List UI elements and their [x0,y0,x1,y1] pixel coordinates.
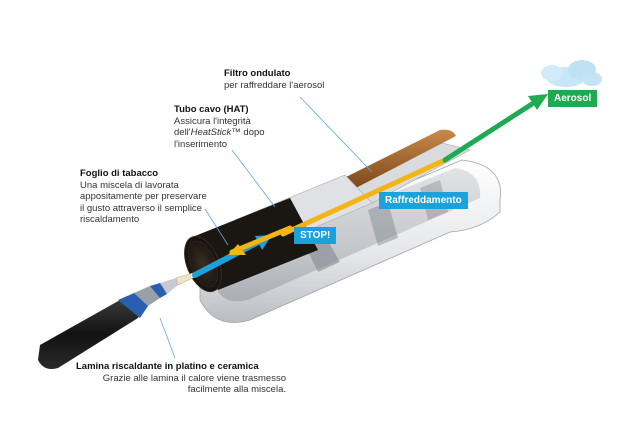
raffreddamento-tag: Raffreddamento [379,192,468,209]
heating-blade [38,271,198,369]
callout-desc: Una miscela di lavorata appositamente pe… [80,179,207,226]
callout-title: Filtro ondulato [224,68,291,79]
callout-lamina: Lamina riscaldante in platino e ceramica… [76,361,286,396]
cloud-icon [541,60,602,87]
callout-desc-brand: HeatStick [190,127,232,138]
callout-foglio-tabacco: Foglio di tabacco Una miscela di lavorat… [80,168,240,226]
aerosol-tag: Aerosol [548,90,598,107]
callout-desc: per raffreddare l'aerosol [224,79,325,91]
callout-desc: Grazie alle lamina il calore viene trasm… [102,372,286,396]
callout-desc: Assicura l'integrità dell'HeatStick™ dop… [174,116,274,151]
green-arrow-head [528,94,548,110]
yellow-arrow-back [229,225,293,255]
callout-tubo-cavo: Tubo cavo (HAT) Assicura l'integrità del… [174,104,274,150]
callout-filtro-ondulato: Filtro ondulato per raffreddare l'aeroso… [224,68,374,91]
callout-title: Lamina riscaldante in platino e ceramica [76,361,259,372]
callout-title: Foglio di tabacco [80,168,159,179]
heat-arrows [192,94,548,278]
callout-desc-part2: ™ dopo l'inserimento [174,127,265,150]
callout-title: Tubo cavo (HAT) [174,104,249,115]
leader-lines [159,96,373,359]
stop-tag: STOP! [294,227,337,244]
callout-desc-part1: Assicura l'integrità dell' [174,115,251,139]
